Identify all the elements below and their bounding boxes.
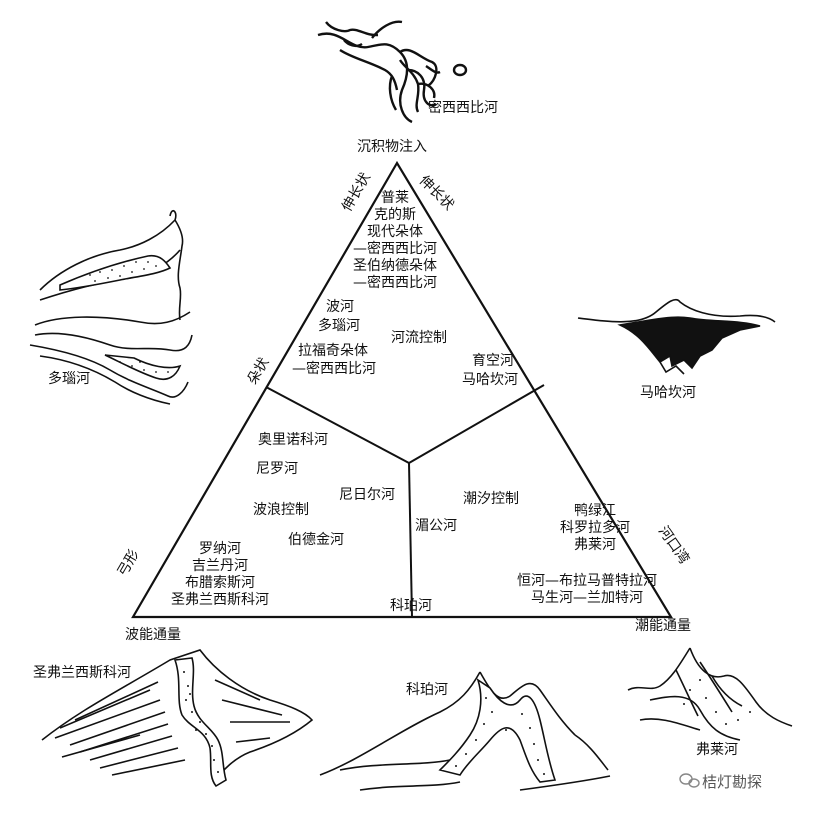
divider-river-tide <box>408 384 545 464</box>
example-item: 马生河—兰加特河 <box>531 590 643 606</box>
example-item: 圣弗兰西斯科河 <box>171 592 269 608</box>
example-item: 恒河—布拉马普特拉河 <box>517 573 657 589</box>
example-item: —密西西比河 <box>353 275 437 291</box>
sketch-caption-mahakam: 马哈坎河 <box>640 385 696 401</box>
example-item: 现代朵体 <box>367 224 423 240</box>
tide-examples-right: 鸭绿江 科罗拉多河 弗莱河 <box>540 503 650 554</box>
example-item: 布腊索斯河 <box>185 575 255 591</box>
example-item: 拉福奇朵体 <box>298 343 368 359</box>
example-item: 鸭绿江 <box>574 503 616 519</box>
example-item: 波河 <box>326 299 354 315</box>
tide-examples-low: 恒河—布拉马普特拉河 马生河—兰加特河 <box>502 573 672 607</box>
example-item: 育空河 <box>472 353 514 369</box>
sketch-caption-fly: 弗莱河 <box>696 742 738 758</box>
example-item: 罗纳河 <box>199 541 241 557</box>
example-item: 普莱 <box>381 190 409 206</box>
example-item: 尼罗河 <box>256 461 298 477</box>
example-item: 奥里诺科河 <box>258 432 328 448</box>
divider-wave-tide <box>408 462 413 618</box>
fly-sketch <box>627 647 793 741</box>
corner-wave-energy: 波能通量 <box>125 627 181 643</box>
example-item: 湄公河 <box>415 518 457 534</box>
example-item: 马哈坎河 <box>462 372 518 388</box>
sao-francisco-sketch <box>41 649 314 788</box>
example-item: —密西西比河 <box>292 361 376 377</box>
danube-sketch <box>29 209 193 405</box>
watermark-icon <box>679 773 700 788</box>
example-item: 吉兰丹河 <box>192 558 248 574</box>
river-examples-top: 普莱 克的斯 现代朵体 —密西西比河 圣伯纳德朵体 —密西西比河 <box>320 190 470 292</box>
sketch-caption-sao-francisco: 圣弗兰西斯科河 <box>33 665 131 681</box>
divider-river-wave <box>265 386 410 464</box>
copper-sketch <box>319 671 611 791</box>
example-item: —密西西比河 <box>353 241 437 257</box>
example-item: 尼日尔河 <box>339 487 395 503</box>
sketch-caption-copper: 科珀河 <box>406 682 448 698</box>
example-item: 弗莱河 <box>574 537 616 553</box>
example-item: 多瑙河 <box>318 318 360 334</box>
example-item: 科罗拉多河 <box>560 520 630 536</box>
mahakam-sketch <box>577 298 776 375</box>
wave-examples-low: 罗纳河 吉兰丹河 布腊索斯河 圣弗兰西斯科河 <box>155 541 285 609</box>
mississippi-sketch <box>317 20 468 124</box>
corner-tide-energy: 潮能通量 <box>635 618 691 634</box>
sketch-caption-danube: 多瑙河 <box>48 371 90 387</box>
sketch-caption-mississippi: 密西西比河 <box>428 100 498 116</box>
tide-control-label: 潮汐控制 <box>463 491 519 507</box>
example-item: 伯德金河 <box>288 532 344 548</box>
wave-control-label: 波浪控制 <box>253 502 309 518</box>
example-item: 科珀河 <box>390 598 432 614</box>
watermark: 桔灯勘探 <box>702 773 763 791</box>
corner-sediment-input: 沉积物注入 <box>357 139 427 155</box>
example-item: 克的斯 <box>374 207 416 223</box>
example-item: 圣伯纳德朵体 <box>353 258 437 274</box>
river-control-label: 河流控制 <box>391 330 447 346</box>
